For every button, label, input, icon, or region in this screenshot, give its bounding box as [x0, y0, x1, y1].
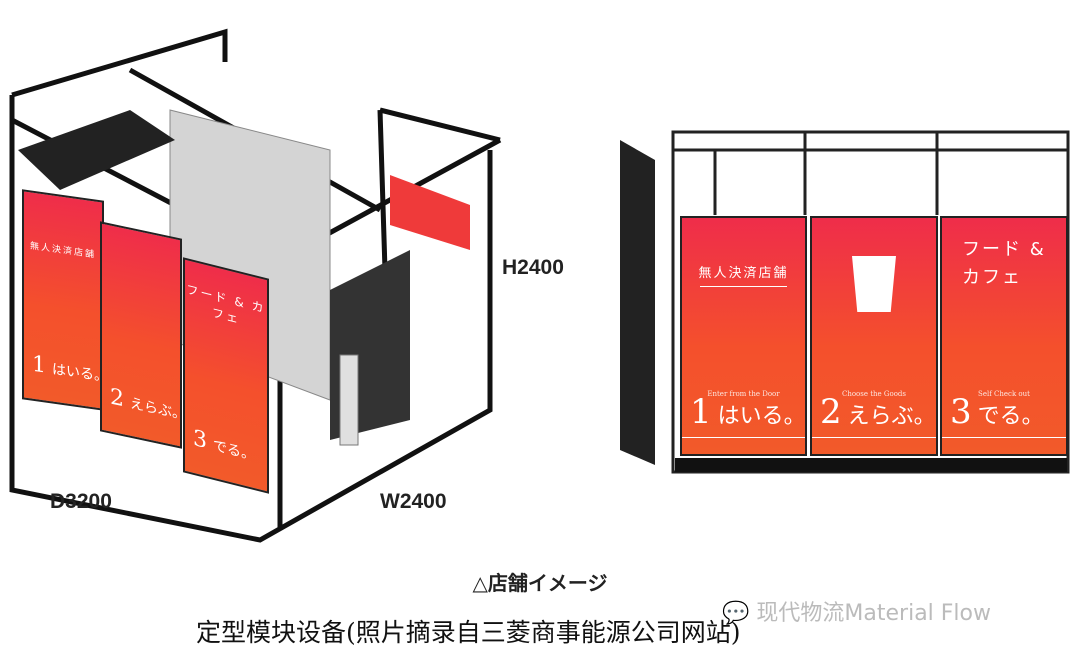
- height-label: H2400: [502, 256, 564, 279]
- width-label: W2400: [380, 490, 447, 513]
- figure-caption: 定型模块设备(照片摘录自三菱商事能源公司网站): [196, 618, 741, 647]
- panel-title: 無人決済店舗: [29, 241, 96, 261]
- store-image-caption: △店舗イメージ: [472, 571, 608, 595]
- panel-title: 無人決済店舗: [698, 266, 789, 281]
- watermark: 💬 现代物流Material Flow: [722, 601, 991, 626]
- panel-subtitle: Self Check out: [978, 390, 1030, 398]
- panel-title: フード & カフェ: [186, 282, 266, 327]
- panel-title: フード & カフェ: [962, 239, 1046, 288]
- store-front-view: [620, 130, 1070, 474]
- coffee-cup-icon: [852, 256, 896, 312]
- panel-subtitle: Choose the Goods: [841, 390, 907, 398]
- wechat-icon: 💬: [722, 601, 750, 626]
- depth-label: D3200: [50, 490, 112, 513]
- panel-subtitle: Enter from the Door: [707, 390, 780, 398]
